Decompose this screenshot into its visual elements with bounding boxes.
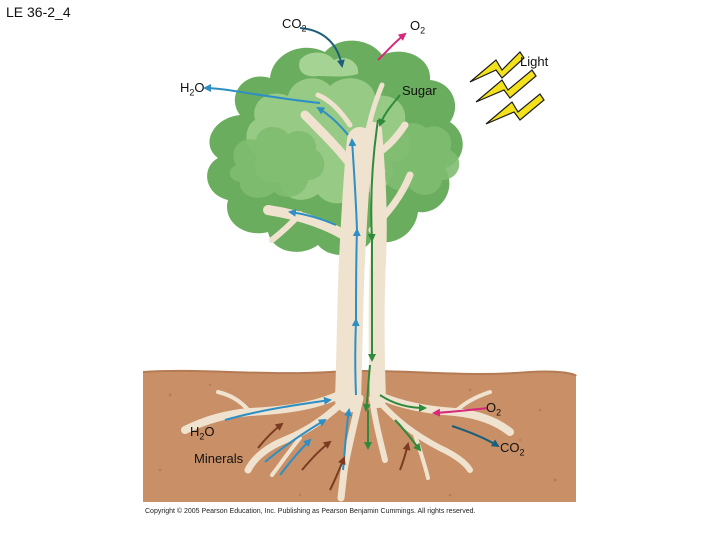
xylem-arrow: [279, 438, 312, 476]
h2o-top-label: H2O: [180, 80, 205, 98]
xylem-arrow: [264, 418, 327, 463]
o2-top-sub: 2: [420, 25, 426, 36]
sugar-label: Sugar: [402, 83, 437, 98]
mineral-arrow: [329, 456, 346, 491]
sugar-phloem-arrows: [362, 94, 427, 452]
co2-top-main: CO: [282, 16, 302, 31]
phloem-arrow: [367, 119, 379, 242]
minerals-label: Minerals: [194, 451, 244, 466]
co2-soil-sub: 2: [519, 447, 525, 458]
light-label: Light: [520, 54, 549, 69]
o2-release-arrow: [377, 32, 407, 61]
xylem-arrow: [224, 396, 332, 421]
co2-top-sub: 2: [301, 23, 307, 34]
mineral-arrow: [301, 440, 332, 471]
h2o-soil-label: H2O: [190, 424, 215, 442]
h2o-top-rest: O: [194, 80, 205, 95]
phloem-arrow: [378, 94, 401, 127]
xylem-arrow: [351, 318, 360, 396]
co2-top-label: CO2: [282, 16, 307, 34]
o2-soil-sub: 2: [496, 407, 502, 418]
xylem-arrow: [352, 228, 361, 321]
co2-intake-arrow: [299, 27, 345, 68]
mineral-arrows: [257, 422, 411, 491]
o2-soil-main: O: [486, 400, 497, 415]
co2-soil-arrow: [451, 425, 500, 448]
co2-soil-label: CO2: [500, 440, 525, 458]
gas-exchange-arrows: [299, 27, 500, 448]
o2-soil-arrow: [432, 407, 489, 417]
h2o-top-main: H: [180, 80, 190, 95]
phloem-arrow: [394, 419, 422, 452]
xylem-arrow: [316, 106, 349, 136]
tree-trunk: [181, 82, 514, 502]
xylem-arrow: [348, 138, 358, 231]
h2o-top-sub: 2: [189, 87, 195, 98]
h2o-soil-sub: 2: [199, 431, 205, 442]
xylem-arrow: [288, 208, 337, 226]
h2o-soil-main: H: [190, 424, 200, 439]
co2-soil-main: CO: [500, 440, 520, 455]
light-bolt-icon: [469, 51, 545, 125]
o2-top-label: O2: [410, 18, 425, 36]
o2-soil-label: O2: [486, 400, 501, 418]
mineral-arrow: [399, 442, 411, 471]
phloem-arrow: [362, 364, 371, 412]
copyright-notice: Copyright © 2005 Pearson Education, Inc.…: [145, 508, 476, 515]
h2o-soil-rest: O: [204, 424, 215, 439]
transpiration-arrow: [203, 84, 321, 104]
mineral-arrow: [257, 422, 284, 449]
o2-top-main: O: [410, 18, 421, 33]
phloem-arrow: [379, 394, 427, 412]
slide-id: LE 36-2_4: [6, 4, 71, 20]
